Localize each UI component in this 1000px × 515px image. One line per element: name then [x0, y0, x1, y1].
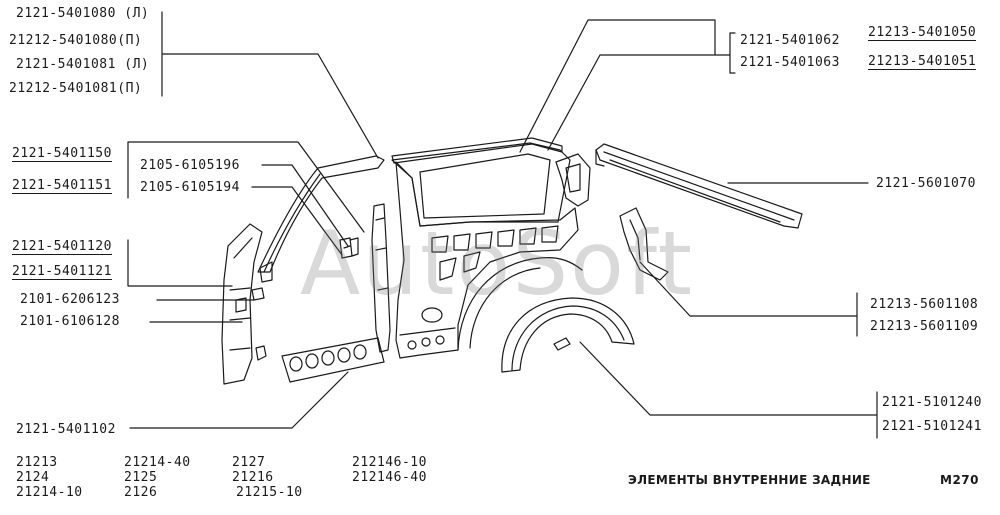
stamped-holes-upper — [431, 225, 559, 253]
label-pillar-a: 2121-5401150 — [12, 146, 112, 162]
leader-bracket-b — [251, 186, 343, 256]
label-top-left-2: 21212-5401080(П) — [9, 33, 143, 48]
model-col1-2: 2124 — [16, 470, 50, 485]
clips — [251, 287, 267, 361]
leader-right-mid — [639, 261, 858, 337]
wheel-arch-inner — [469, 267, 541, 349]
pillar-panel-body — [371, 203, 391, 353]
model-col1-3: 21214-10 — [16, 485, 83, 500]
rear-pillar-body — [555, 153, 591, 207]
label-center-b: 2121-5401063 — [740, 55, 840, 70]
bottom-panel — [281, 337, 385, 383]
label-top-left-3: 2121-5401081 (Л) — [16, 57, 150, 72]
label-cover-b: 2121-5401121 — [12, 264, 112, 280]
label-top-left-1: 2121-5401080 (Л) — [16, 6, 150, 21]
model-col2-2: 2125 — [124, 470, 158, 485]
rear-pillar — [555, 153, 591, 207]
roof-rail — [595, 143, 803, 229]
side-panel-outline — [395, 161, 579, 359]
upper-frame — [391, 137, 571, 227]
pillar-panel — [371, 203, 391, 353]
diagram-title: ЭЛЕМЕНТЫ ВНУТРЕННИЕ ЗАДНИЕ — [628, 473, 871, 487]
model-col1-1: 21213 — [16, 455, 58, 470]
small-brackets — [339, 237, 359, 259]
label-right-top-a: 21213-5401050 — [868, 25, 977, 41]
label-liner-b: 2121-5101241 — [882, 419, 982, 434]
leader-lines — [127, 11, 878, 439]
roof-rail-body — [595, 143, 803, 229]
wheel-arch — [457, 257, 583, 351]
model-col3-3: 21215-10 — [236, 485, 303, 500]
model-col2-1: 21214-40 — [124, 455, 191, 470]
model-col2-3: 2126 — [124, 485, 158, 500]
leader-cover — [127, 239, 233, 287]
label-right-top-b: 21213-5401051 — [868, 54, 977, 70]
window-opening — [419, 153, 551, 219]
trim-cover-body — [221, 223, 263, 385]
panel-lower-edge — [399, 327, 456, 336]
leader-center-2 — [547, 54, 716, 151]
label-bracket-a: 2105-6105196 — [140, 158, 240, 173]
bottom-panel-body — [281, 337, 385, 383]
model-col4-1: 212146-10 — [352, 455, 427, 470]
c-pillar-arch — [257, 155, 385, 273]
wheel-liner — [501, 297, 635, 373]
label-right-mid-a: 21213-5601108 — [870, 297, 979, 312]
label-clip-a: 2101-6206123 — [20, 292, 120, 307]
leader-top-left — [161, 11, 379, 159]
c-pillar — [257, 155, 385, 283]
diagram-code: М270 — [940, 473, 979, 487]
trim-cover — [221, 223, 263, 385]
leader-center — [519, 19, 736, 153]
label-clip-b: 2101-6106128 — [20, 314, 120, 329]
label-bottom-panel: 2121-5401102 — [16, 422, 116, 437]
side-panel — [395, 161, 583, 359]
model-col3-2: 21216 — [232, 470, 274, 485]
model-col4-2: 212146-40 — [352, 470, 427, 485]
label-top-left-4: 21212-5401081(П) — [9, 81, 143, 96]
label-pillar-b: 2121-5401151 — [12, 178, 112, 194]
rear-bracket — [619, 207, 669, 281]
label-cover-a: 2121-5401120 — [12, 239, 112, 255]
label-right-mid-b: 21213-5601109 — [870, 319, 979, 334]
wheel-liner-body — [501, 297, 635, 373]
label-bracket-b: 2105-6105194 — [140, 180, 240, 195]
leader-liner — [579, 341, 878, 439]
leader-pillar — [127, 141, 365, 233]
model-col3-1: 2127 — [232, 455, 266, 470]
rear-bracket-body — [619, 207, 669, 281]
label-center-a: 2121-5401062 — [740, 33, 840, 48]
panel-bottom-holes — [407, 307, 445, 350]
leader-bottom-panel — [129, 371, 349, 429]
label-rail: 2121-5601070 — [876, 176, 976, 191]
label-liner-a: 2121-5101240 — [882, 395, 982, 410]
stamped-holes-lower — [439, 251, 481, 281]
roof-rail-strip — [391, 137, 563, 164]
leader-bracket-a — [261, 164, 349, 247]
